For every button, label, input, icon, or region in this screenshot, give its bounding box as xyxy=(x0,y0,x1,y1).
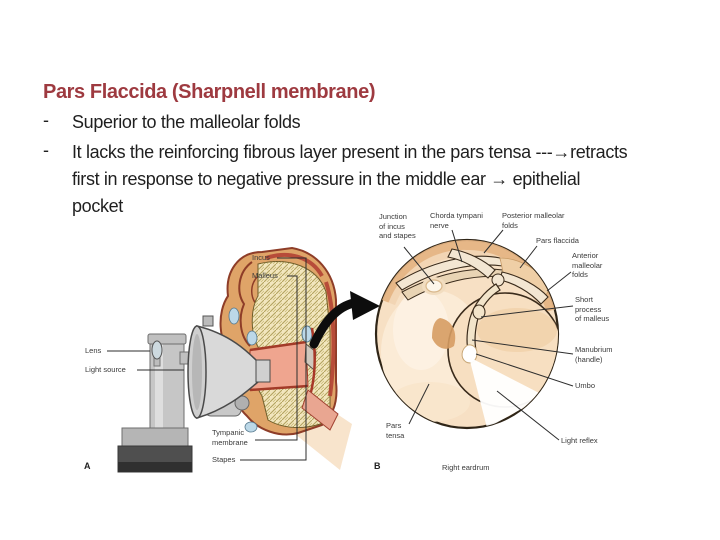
label-posterior-malleolar-folds: Posterior malleolar folds xyxy=(502,211,565,230)
eardrum-circle xyxy=(374,238,560,430)
label-junction-incus-stapes: Junction of incus and stapes xyxy=(379,212,416,240)
bullet-text: first in response to negative pressure i… xyxy=(72,169,581,189)
bullet-text: pocket xyxy=(72,196,123,216)
label-tympanic-membrane: Tympanic membrane xyxy=(212,428,248,447)
label-light-reflex: Light reflex xyxy=(561,436,598,445)
label-pars-tensa: Pars tensa xyxy=(386,421,405,440)
otoscope xyxy=(117,315,271,473)
bullet-marker: - xyxy=(43,110,49,130)
label-incus: Incus xyxy=(252,253,270,262)
bullet-text: Superior to the malleolar folds xyxy=(72,112,301,132)
label-chorda-tympani: Chorda tympani nerve xyxy=(430,211,483,230)
panel-a-letter: A xyxy=(84,461,91,471)
leader-lines xyxy=(107,229,574,461)
bullet-text: It lacks the reinforcing fibrous layer p… xyxy=(72,142,628,162)
label-manubrium: Manubrium (handle) xyxy=(575,345,613,364)
figure-caption: Right eardrum xyxy=(442,463,490,472)
slide-title: Pars Flaccida (Sharpnell membrane) xyxy=(43,81,376,103)
magnify-arrow xyxy=(309,291,380,349)
label-anterior-malleolar-folds: Anterior malleolar folds xyxy=(572,251,603,279)
label-stapes: Stapes xyxy=(212,455,236,464)
label-umbo: Umbo xyxy=(575,381,596,390)
label-malleus: Malleus xyxy=(252,271,278,280)
panel-b-letter: B xyxy=(374,461,381,471)
label-short-process: Short process of malleus xyxy=(575,295,610,323)
label-light-source: Light source xyxy=(85,365,126,374)
label-pars-flaccida: Pars flaccida xyxy=(536,236,579,245)
bullet-marker: - xyxy=(43,140,49,160)
label-lens: Lens xyxy=(85,346,102,355)
